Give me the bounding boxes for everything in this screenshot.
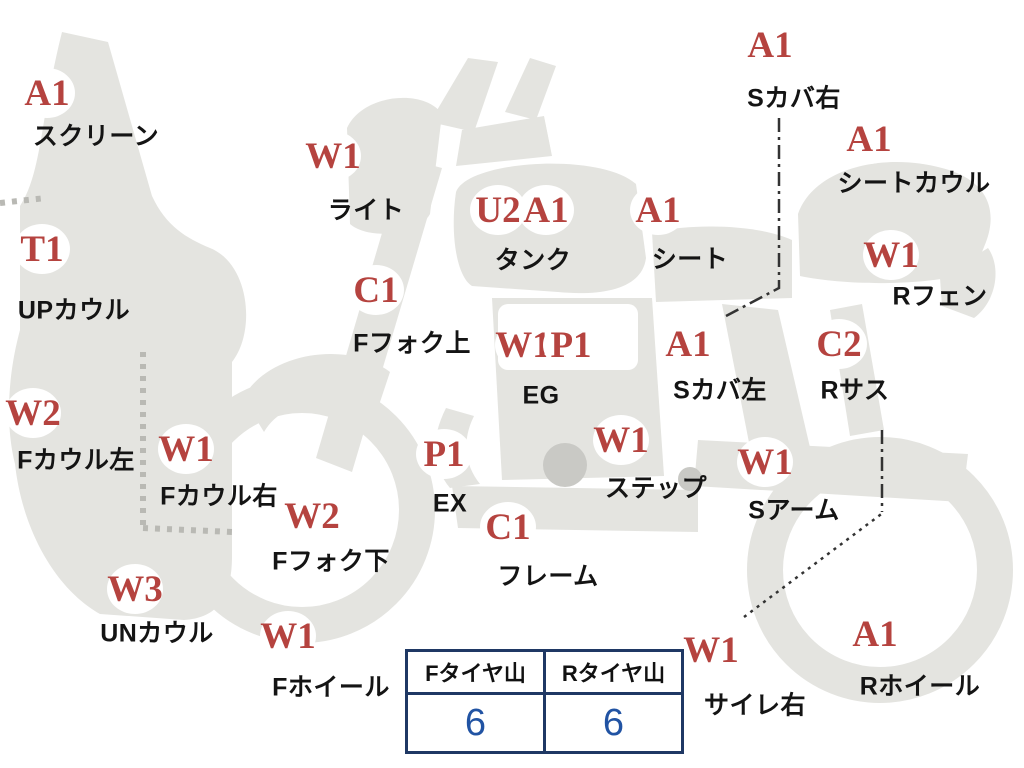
rear-tire-value: 6 <box>546 695 681 751</box>
condition-code-badge: W1 <box>495 320 551 370</box>
condition-code-badge: W2 <box>5 388 61 438</box>
part-label: Sカバ左 <box>673 376 767 405</box>
condition-code-badge: W1 <box>863 230 919 280</box>
part-label: EX <box>432 489 468 518</box>
part-label: Rサス <box>820 376 890 405</box>
condition-code-group: A1 <box>847 609 903 659</box>
condition-code-group: W3 <box>107 564 163 614</box>
seat-shape <box>652 226 792 302</box>
scover-right-pointer-line <box>725 118 781 318</box>
condition-code-badge: C1 <box>480 502 536 552</box>
condition-code-badge: U2 <box>470 185 526 235</box>
part-label: UPカウル <box>17 296 131 325</box>
front-tire-value: 6 <box>408 695 543 751</box>
handlebar-left-shape <box>430 58 498 132</box>
condition-code-group: A1 <box>19 68 75 118</box>
condition-code-badge: W1 <box>305 131 361 181</box>
crankcase-shape <box>543 443 587 487</box>
condition-code-group: W2 <box>5 388 61 438</box>
part-label: Fカウル左 <box>17 446 135 475</box>
condition-code-badge: W2 <box>284 491 340 541</box>
condition-code-badge: A1 <box>630 185 686 235</box>
rear-tire-header: Rタイヤ山 <box>546 652 681 692</box>
condition-code-group: W1 <box>158 424 214 474</box>
condition-code-group: A1 <box>660 319 716 369</box>
condition-code-group: W1 <box>260 611 316 661</box>
part-label: Rフェン <box>892 282 988 311</box>
condition-code-group: C1 <box>480 502 536 552</box>
tire-tread-table: Fタイヤ山 Rタイヤ山 6 6 <box>405 649 684 754</box>
part-label: Rホイール <box>859 672 981 701</box>
condition-code-badge: T1 <box>14 224 70 274</box>
headlight-shape <box>347 97 442 234</box>
condition-code-badge: A1 <box>847 609 903 659</box>
part-label: タンク <box>494 246 572 275</box>
part-label: Fホイール <box>272 673 390 702</box>
condition-code-badge: C1 <box>348 265 404 315</box>
part-label: UNカウル <box>100 619 214 648</box>
rear-wheel-shape <box>747 437 1013 703</box>
condition-code-group: W2 <box>284 491 340 541</box>
condition-code-badge: W1 <box>260 611 316 661</box>
part-label: ライト <box>327 196 405 225</box>
condition-code-badge: W1 <box>737 437 793 487</box>
condition-code-badge: A1 <box>660 319 716 369</box>
condition-code-group: A1 <box>630 185 686 235</box>
silencer-pointer-line-diagonal <box>743 511 885 618</box>
part-label: シートカウル <box>837 169 991 198</box>
part-label: ステップ <box>604 474 708 503</box>
condition-code-badge: A1 <box>841 114 897 164</box>
part-label: スクリーン <box>32 122 160 151</box>
condition-code-group: W1 <box>593 415 649 465</box>
part-label: Sアーム <box>748 496 840 525</box>
front-fork-shape <box>316 158 442 472</box>
condition-code-group: W1 <box>305 131 361 181</box>
condition-code-group: W1 <box>863 230 919 280</box>
condition-code-badge: A1 <box>19 68 75 118</box>
headstock-shape <box>456 116 552 166</box>
part-label: Fカウル右 <box>160 482 278 511</box>
condition-code-group: P1 <box>416 429 472 479</box>
condition-code-badge: W1 <box>683 625 739 675</box>
part-label: フレーム <box>497 562 599 591</box>
condition-code-badge: P1 <box>543 320 599 370</box>
part-label: シート <box>651 245 729 274</box>
rear-frame-shape <box>722 304 812 458</box>
seat-cowl-shape <box>798 161 991 284</box>
condition-code-group: A1 <box>742 20 798 70</box>
part-label: Fフォク下 <box>272 547 390 576</box>
condition-code-group: C2 <box>811 319 867 369</box>
condition-code-group: W1 <box>683 625 739 675</box>
part-label: Fフォク上 <box>353 329 471 358</box>
cowl-split-line-top <box>0 195 47 206</box>
cowl-split-line-bottom <box>142 525 234 535</box>
condition-code-badge: W1 <box>158 424 214 474</box>
condition-code-group: C1 <box>348 265 404 315</box>
part-label: EG <box>522 381 560 410</box>
condition-code-badge: W3 <box>107 564 163 614</box>
footpeg-shape <box>678 467 702 491</box>
condition-code-group: W1 <box>737 437 793 487</box>
front-tire-header: Fタイヤ山 <box>408 652 543 692</box>
part-label: Sカバ右 <box>747 84 841 113</box>
handlebar-right-shape <box>505 58 556 120</box>
condition-code-badge: P1 <box>416 429 472 479</box>
condition-code-group: T1 <box>14 224 70 274</box>
rear-fender-shape <box>940 248 996 318</box>
condition-code-badge: C2 <box>811 319 867 369</box>
condition-code-badge: W1 <box>593 415 649 465</box>
condition-code-group: A1 <box>841 114 897 164</box>
part-label: サイレ右 <box>703 691 807 720</box>
condition-code-badge: A1 <box>742 20 798 70</box>
condition-code-badge: A1 <box>518 185 574 235</box>
